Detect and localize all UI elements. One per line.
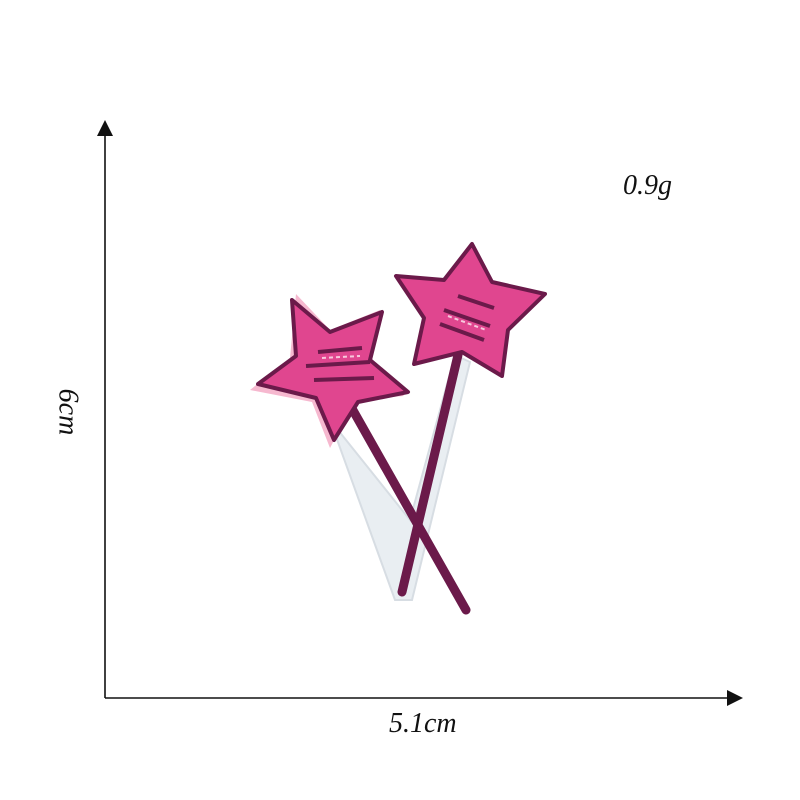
right-star-stitch-2 (443, 308, 491, 328)
star-wand-patch-icon (250, 242, 547, 615)
left-star-stitch-2 (305, 360, 371, 368)
wand-stick-left (345, 400, 471, 615)
left-star-stitch-3 (313, 376, 375, 382)
left-star-stitch-1 (317, 346, 363, 354)
right-star-stitch-3 (439, 322, 485, 342)
left-star (256, 298, 410, 442)
left-star-highlight (321, 355, 361, 359)
height-label: 6cm (52, 388, 84, 436)
right-star (394, 242, 547, 378)
right-star-stitch-1 (457, 294, 495, 310)
width-label: 5.1cm (389, 708, 457, 739)
wand-stick-right (397, 350, 463, 597)
weight-label: 0.9g (623, 170, 672, 201)
